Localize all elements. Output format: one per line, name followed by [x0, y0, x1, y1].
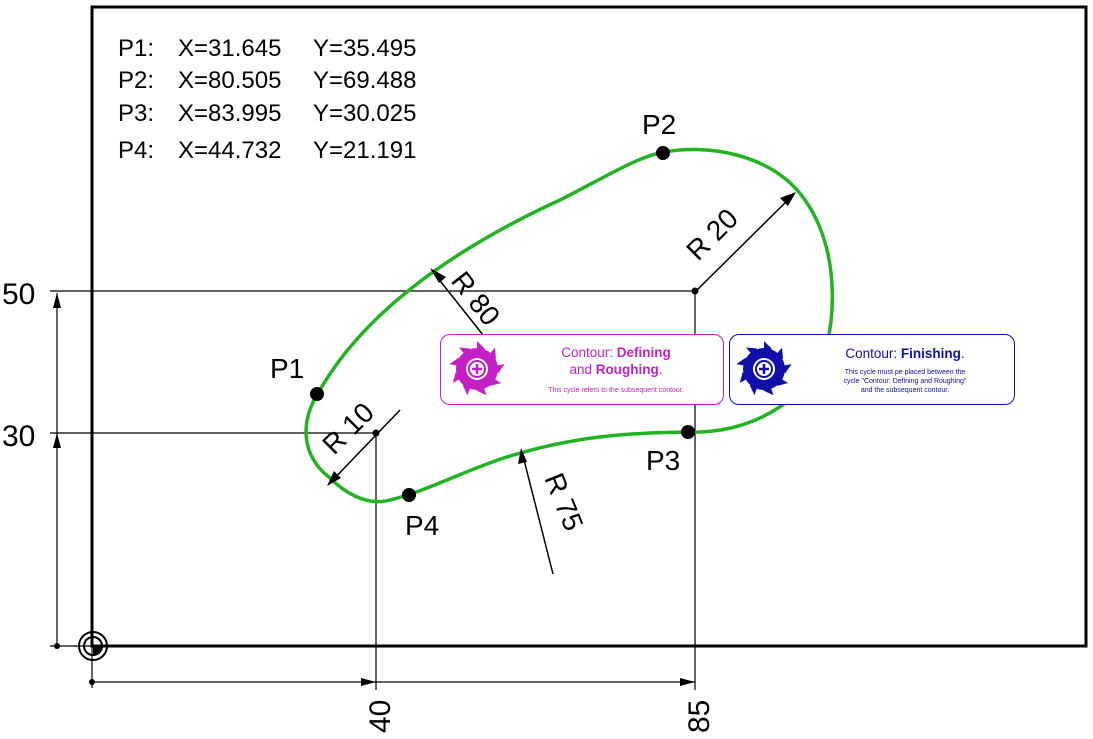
description-line: This cycle must pe placed between the: [844, 369, 966, 376]
origin-icon: [78, 631, 108, 661]
center-r10: [372, 429, 380, 437]
r80-arrow: [430, 268, 446, 283]
title-text: Contour:: [561, 345, 617, 360]
milling-cutter-icon: [736, 341, 792, 396]
point-p4: [402, 488, 416, 502]
coord-y: Y=69.488: [313, 67, 416, 94]
description-line: cycle "Contour: Defining and Roughing": [843, 378, 967, 385]
title-text: .: [658, 362, 663, 377]
contour-path: [304, 147, 835, 504]
point-p3: [681, 425, 695, 439]
dim-label-30: 30: [2, 420, 35, 453]
cycle-title-finishing: Contour: Finishing.: [800, 345, 1010, 362]
coord-y: Y=21.191: [313, 137, 416, 164]
r75-arrow: [518, 448, 527, 464]
label-p4: P4: [405, 510, 439, 541]
title-text: and: [569, 362, 596, 377]
title-text: .: [960, 346, 965, 361]
contour-points: [310, 146, 695, 502]
radius-arrows: [327, 192, 796, 486]
dim-label-40: 40: [364, 700, 397, 733]
cycle-description-finishing: This cycle must pe placed between the cy…: [800, 368, 1010, 395]
coordinates-table: P1: X=31.645 Y=35.495 P2: X=80.505 Y=69.…: [118, 35, 416, 164]
coord-x: X=83.995: [178, 100, 281, 127]
arrow-y50: [53, 293, 61, 308]
title-bold-text: Roughing: [595, 362, 659, 377]
radius-lines: [328, 194, 794, 575]
cycle-title-defining: Contour: Defining and Roughing.: [513, 344, 719, 378]
cycle-card-finishing[interactable]: Contour: Finishing. This cycle must pe p…: [729, 334, 1015, 405]
coord-label: P1:: [118, 35, 154, 62]
label-r75: R 75: [538, 469, 589, 535]
title-bold-text: Finishing: [900, 346, 961, 361]
r10-arrow: [327, 471, 341, 486]
label-p1: P1: [270, 353, 304, 384]
coord-label: P3:: [118, 100, 154, 127]
coord-y: Y=30.025: [313, 100, 416, 127]
coord-x: X=31.645: [178, 35, 281, 62]
coord-x: X=80.505: [178, 67, 281, 94]
label-r10: R 10: [316, 396, 380, 460]
label-p2: P2: [642, 109, 676, 140]
label-p3: P3: [646, 445, 680, 476]
r20-line: [695, 194, 794, 292]
center-r20: [691, 287, 699, 295]
point-p1: [310, 387, 324, 401]
description-line: and the subsequent contour.: [860, 387, 950, 394]
dim-origin-dot-v: [54, 643, 60, 649]
arrow-y30: [53, 433, 61, 448]
r10-line: [328, 409, 401, 485]
r75-line: [521, 451, 554, 575]
workpiece-frame: [90, 5, 1088, 648]
construction-lines: [50, 290, 696, 690]
arrow-x85: [680, 678, 695, 686]
point-p2: [656, 146, 670, 160]
title-bold-text: Defining: [616, 345, 671, 360]
coord-y: Y=35.495: [313, 35, 416, 62]
r20-arrow: [780, 192, 796, 206]
dim-label-85: 85: [683, 700, 716, 733]
coord-label: P4:: [118, 137, 154, 164]
cycle-description-defining: This cycle refers to the subsequent cont…: [548, 387, 684, 394]
dim-origin-dot-h: [89, 679, 95, 685]
dim-label-50: 50: [2, 278, 35, 311]
coord-x: X=44.732: [178, 137, 281, 164]
title-text: Contour:: [845, 346, 901, 361]
coord-label: P2:: [118, 67, 154, 94]
milling-cutter-icon: [449, 341, 505, 396]
cycle-card-defining[interactable]: Contour: Defining and Roughing. This cyc…: [440, 334, 724, 405]
arrow-x40: [361, 678, 376, 686]
r80-line: [432, 271, 488, 341]
label-r20: R 20: [680, 202, 744, 266]
dimension-arrows: [53, 293, 695, 686]
